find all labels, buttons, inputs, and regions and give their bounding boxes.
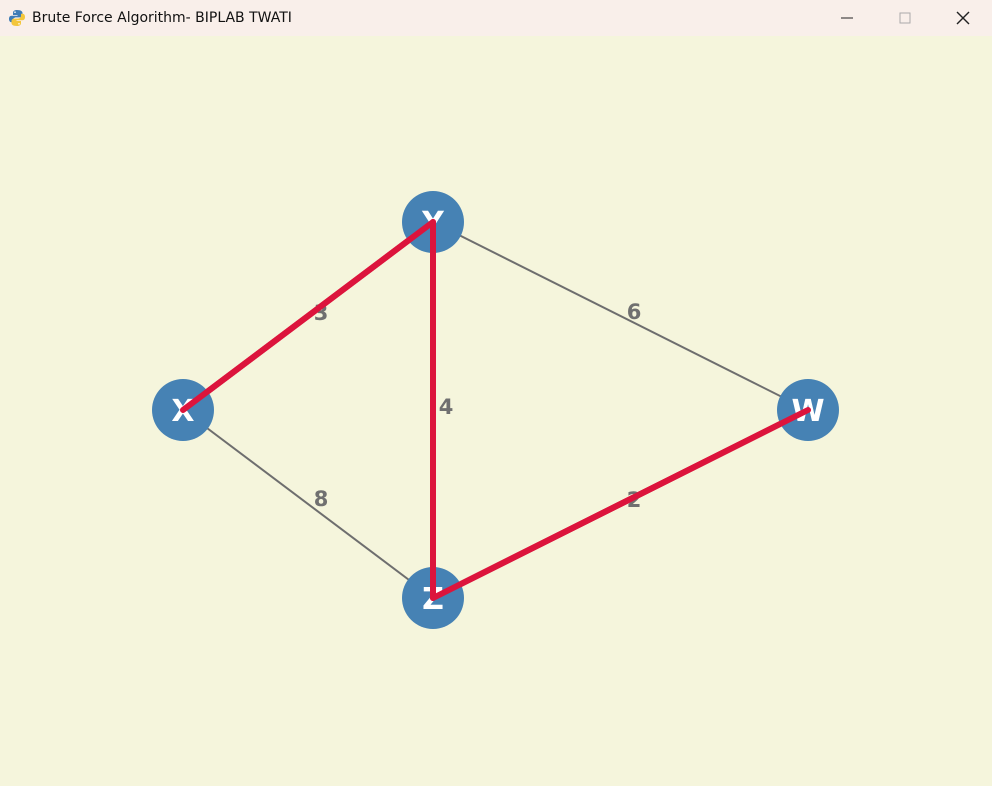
path-layer xyxy=(180,219,811,601)
graph-svg: 36482 XYWZ xyxy=(152,191,839,629)
edge-x-z xyxy=(182,409,434,599)
graph-canvas: 36482 XYWZ xyxy=(0,36,992,782)
window-controls xyxy=(818,0,992,36)
weights-layer: 36482 xyxy=(314,300,642,512)
edge-weight-x-z: 8 xyxy=(314,487,329,511)
edges-layer xyxy=(182,221,809,599)
edge-weight-y-w: 6 xyxy=(627,300,642,324)
close-button[interactable] xyxy=(934,0,992,36)
nodes-layer: XYWZ xyxy=(152,191,839,629)
window-title: Brute Force Algorithm- BIPLAB TWATI xyxy=(32,10,292,26)
close-icon xyxy=(956,11,970,25)
edge-y-w xyxy=(432,221,809,411)
edge-weight-y-z: 4 xyxy=(439,395,454,419)
minimize-icon xyxy=(841,17,853,19)
maximize-button[interactable] xyxy=(876,0,934,36)
path-overlay-x-y xyxy=(180,219,436,413)
python-snake-icon xyxy=(8,9,26,27)
maximize-icon xyxy=(899,12,911,24)
title-bar[interactable]: Brute Force Algorithm- BIPLAB TWATI xyxy=(0,0,992,36)
minimize-button[interactable] xyxy=(818,0,876,36)
path-overlay-z-w xyxy=(430,407,811,601)
